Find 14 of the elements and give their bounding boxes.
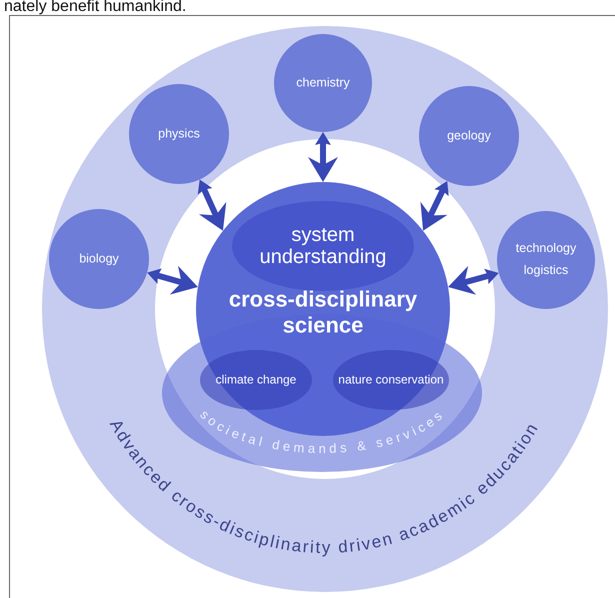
topic-label: nature conservation (337, 372, 445, 389)
discipline-label: chemistry (295, 76, 351, 90)
double-arrow (447, 266, 500, 295)
topic-label: climate change (214, 372, 298, 389)
double-arrow (308, 132, 338, 182)
focus-label: system understanding (258, 224, 388, 268)
discipline-label: biology (78, 252, 120, 266)
discipline-label: geology (446, 128, 492, 144)
double-arrow (420, 180, 450, 232)
double-arrow (196, 178, 226, 232)
double-arrow (146, 266, 199, 295)
discipline-label: physics (157, 126, 201, 142)
science-label: cross-disciplinary science (228, 286, 418, 340)
discipline-label: technology logistics (514, 240, 578, 279)
